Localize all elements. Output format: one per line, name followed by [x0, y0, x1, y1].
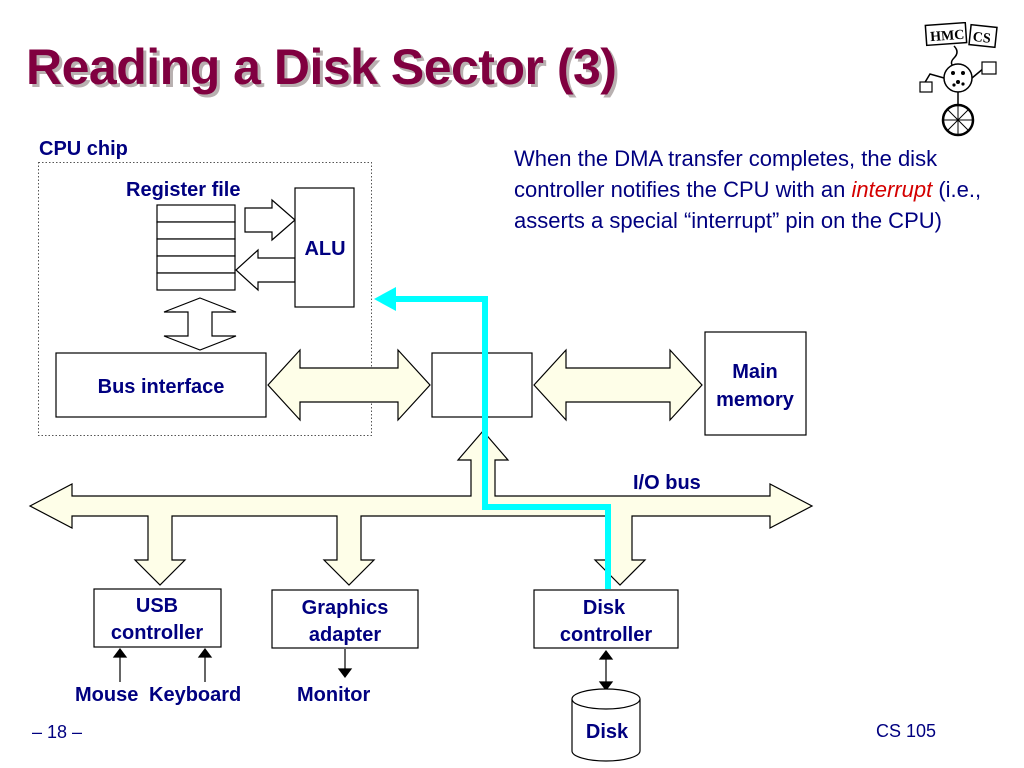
- register-file: [156, 204, 236, 291]
- course-label: CS 105: [876, 721, 937, 741]
- bus-interface-label: Bus interface: [98, 376, 225, 398]
- monitor-label: Monitor: [297, 684, 371, 706]
- graphics-adapter-box: [271, 589, 419, 649]
- io-bus: [28, 430, 814, 586]
- usb-controller-label-line2: controller: [111, 622, 203, 644]
- interrupt-caption: When the DMA transfer completes, the dis…: [514, 143, 984, 236]
- cpu-chip-boundary: [38, 162, 372, 436]
- main-memory-label-line1: Main: [732, 361, 778, 383]
- usb-controller-box: [93, 588, 222, 648]
- mouse-label: Mouse: [75, 684, 138, 706]
- main-memory-label-line2: memory: [716, 389, 795, 411]
- page-number: – 18 –: [32, 722, 83, 742]
- caption-part1: When the DMA transfer completes, the dis…: [514, 146, 938, 202]
- register-file-label: Register file: [126, 179, 240, 201]
- caption-emphasis: interrupt: [851, 177, 933, 202]
- bus-interface-box: [55, 352, 267, 418]
- svg-text:CS: CS: [972, 30, 992, 47]
- peripheral-arrows: [112, 648, 614, 691]
- interrupt-path: [374, 287, 611, 589]
- hmc-cs-logo: HMC CS: [919, 22, 998, 137]
- slide-title: Reading a Disk Sector (3): [26, 39, 617, 95]
- svg-text:HMC: HMC: [930, 28, 965, 45]
- cpu-chip-label: CPU chip: [39, 138, 128, 160]
- graphics-adapter-label-line1: Graphics: [302, 597, 389, 619]
- regfile-bus-interface-arrow: [163, 297, 237, 351]
- alu-box: [294, 187, 355, 308]
- disk-controller-label-line1: Disk: [583, 597, 626, 619]
- disk-controller-label-line2: controller: [560, 624, 652, 646]
- alu-label: ALU: [304, 238, 345, 260]
- disk-controller-box: [533, 589, 679, 649]
- keyboard-label: Keyboard: [149, 684, 241, 706]
- main-memory-box: [704, 331, 807, 436]
- disk-label: Disk: [586, 721, 629, 743]
- io-bus-label: I/O bus: [633, 472, 701, 494]
- alu-to-regfile-arrow: [235, 248, 296, 292]
- disk-cylinder: [571, 688, 641, 762]
- usb-controller-label-line1: USB: [136, 595, 178, 617]
- memory-bus-arrow: [533, 348, 703, 422]
- caption-part2: (i.e., asserts a special “interrupt” pin…: [514, 177, 982, 233]
- regfile-to-alu-arrow: [244, 198, 296, 242]
- graphics-adapter-label-line2: adapter: [309, 624, 381, 646]
- system-bus-arrow: [267, 348, 431, 422]
